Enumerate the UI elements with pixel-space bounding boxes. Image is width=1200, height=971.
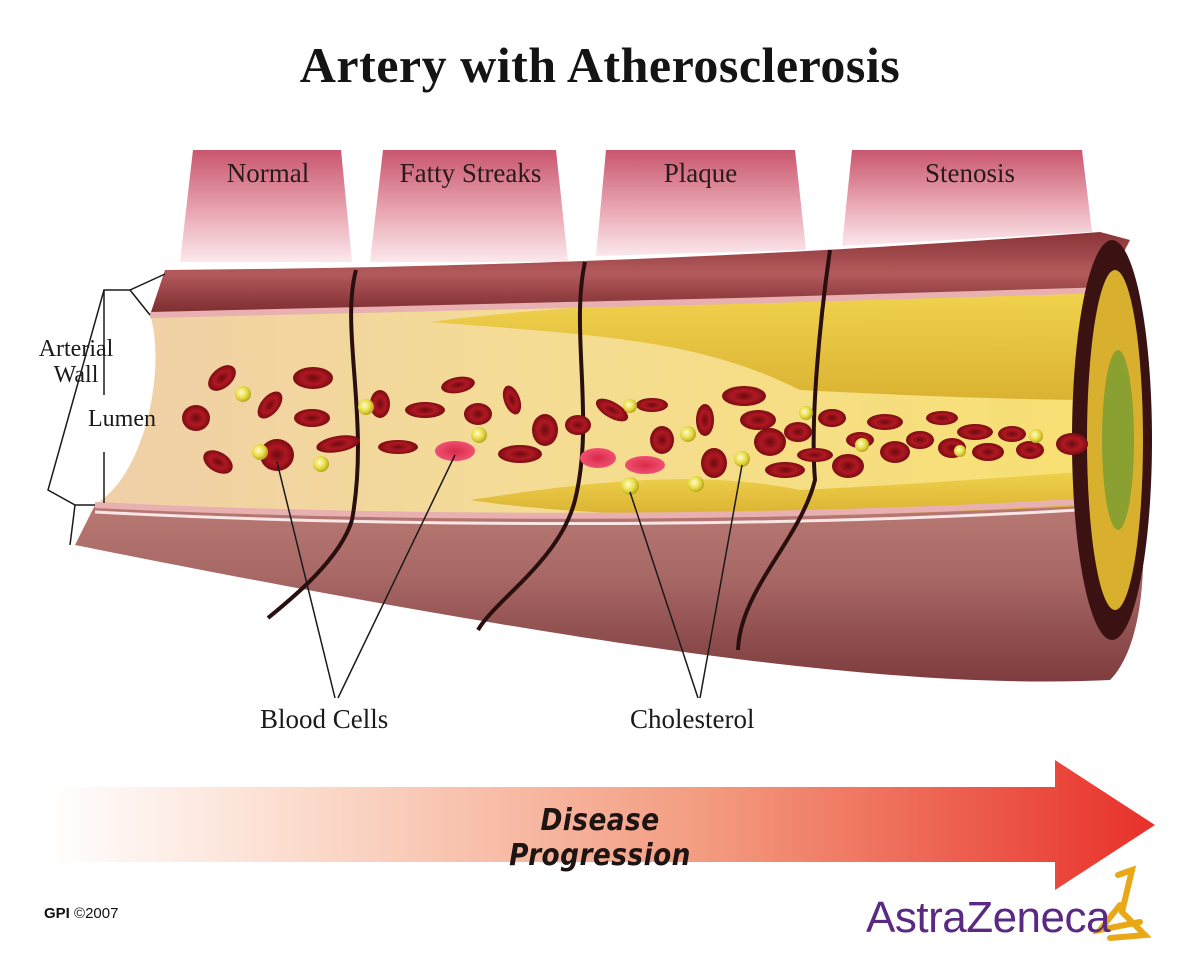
blood-cells-leader-lines xyxy=(276,454,456,699)
copyright-credit: GPI ©2007 xyxy=(44,905,118,922)
cholesterol-leader-lines xyxy=(629,464,743,699)
credit-year: ©2007 xyxy=(74,905,119,922)
stage-tab-plaque xyxy=(596,150,806,256)
plaque-deposit-top xyxy=(430,292,1120,400)
credit-brand: GPI xyxy=(44,905,70,922)
stage-tab-stenosis xyxy=(842,150,1092,246)
astrazeneca-logo-mark xyxy=(1092,865,1152,941)
arterial-wall-label-line1: Arterial xyxy=(38,336,114,362)
stage-label-plaque: Plaque xyxy=(663,158,738,188)
stage-label-normal: Normal xyxy=(226,158,310,188)
blood-cells-label: Blood Cells xyxy=(260,704,389,734)
stage-label-fatty-streaks: Fatty Streaks xyxy=(399,158,542,188)
stage-tab-normal xyxy=(180,150,352,262)
cholesterol-label: Cholesterol xyxy=(630,704,755,734)
cholesterol-particles xyxy=(235,386,1043,495)
stage-tab-fatty-streaks xyxy=(370,150,568,262)
arterial-wall-bracket xyxy=(47,273,166,546)
disease-progression-arrow xyxy=(48,760,1155,890)
disease-progression-label: Disease Progression xyxy=(509,803,691,873)
arterial-wall-label: Arterial Wall xyxy=(22,336,130,388)
artery-outer-wall xyxy=(75,470,1144,682)
page-title: Artery with Atherosclerosis xyxy=(299,37,901,93)
astrazeneca-logo-text: AstraZeneca xyxy=(866,893,1110,942)
stage-label-stenosis: Stenosis xyxy=(924,158,1016,188)
blood-cells xyxy=(182,365,1088,478)
arterial-wall-label-line2: Wall xyxy=(53,362,99,388)
lumen-label: Lumen xyxy=(88,406,156,432)
